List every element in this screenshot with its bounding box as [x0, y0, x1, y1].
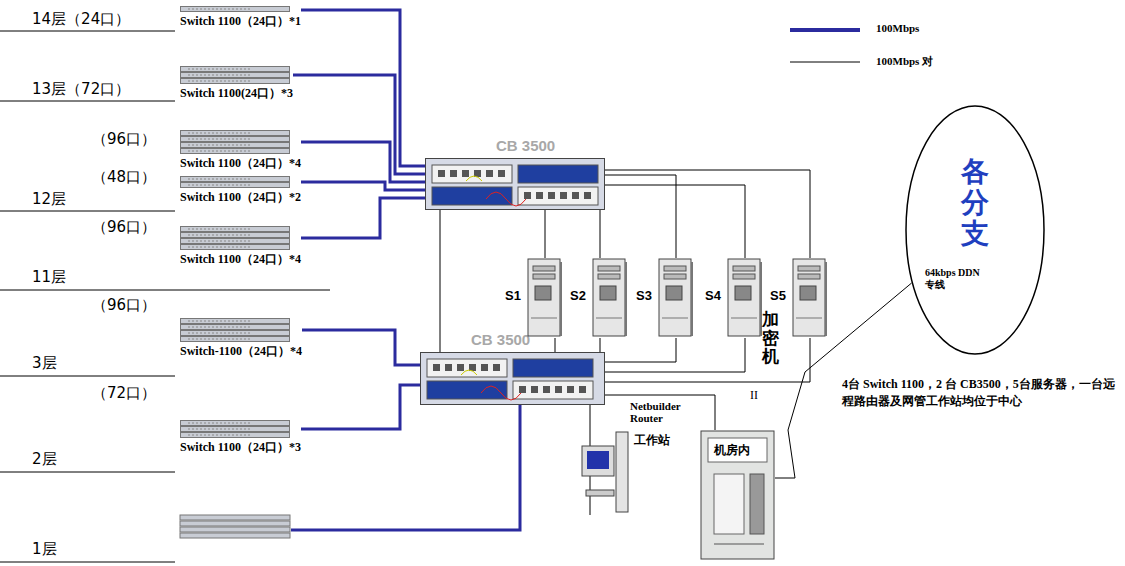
- connector: [605, 338, 745, 372]
- connector: [440, 210, 441, 352]
- branch-title: 各分支: [961, 157, 989, 249]
- text-label: 2层: [32, 450, 57, 469]
- text-label: 14层（24口）: [32, 10, 130, 29]
- text-label: 13层（72口）: [32, 80, 130, 99]
- uplink-line: [291, 405, 520, 530]
- connector: [600, 338, 601, 352]
- switch-icon: [180, 318, 290, 342]
- server-icon: [727, 258, 763, 338]
- connector: [301, 142, 425, 182]
- computer-icon: [580, 430, 630, 515]
- core-switch: CB 3500: [425, 158, 605, 210]
- text-label: II: [750, 388, 758, 403]
- connector: [605, 395, 715, 430]
- switch-stack: Switch-1100（24口）*4: [180, 318, 302, 360]
- device-label: CB 3500: [496, 137, 555, 154]
- server: S5: [792, 258, 828, 338]
- device-label: CB 3500: [471, 331, 530, 348]
- branch-cloud: 各分支 64kbps DDN 专线: [905, 105, 1045, 355]
- switch-stack: Switch 1100（24口）*2: [180, 176, 301, 206]
- text-label: 3层: [32, 354, 57, 373]
- switch-icon: [180, 176, 290, 188]
- router: 机房内: [700, 430, 775, 560]
- text-label: （48口）: [92, 168, 156, 187]
- core-switch: CB 3500: [420, 352, 605, 405]
- switch-label: Switch 1100（24口）*3: [180, 439, 301, 456]
- text-label: （96口）: [92, 296, 156, 315]
- switch-label: Switch 1100（24口）*2: [180, 189, 301, 206]
- connector: [600, 210, 601, 258]
- switch-stack: Switch 1100（24口）*4: [180, 130, 301, 172]
- workstation: 工作站: [580, 430, 630, 515]
- server-label: S3: [636, 288, 652, 303]
- switch-label: Switch 1100（24口）*4: [180, 251, 301, 268]
- switch-icon: [180, 6, 290, 12]
- connector: [301, 385, 420, 429]
- link-note: 64kbps DDN 专线: [925, 267, 989, 292]
- legend-line: [790, 62, 860, 63]
- text-label: （96口）: [92, 218, 156, 237]
- router-label: 机房内: [714, 442, 750, 459]
- server: S2: [592, 258, 628, 338]
- connector: [293, 75, 425, 174]
- text-label: 12层: [32, 190, 66, 209]
- connector: [605, 175, 676, 258]
- switch-icon: [180, 130, 290, 154]
- legend-text: 100Mbps 对: [876, 54, 933, 69]
- connector: [301, 198, 425, 238]
- server-icon: [658, 258, 694, 338]
- chassis-icon: [426, 159, 604, 209]
- switch-label: Switch-1100（24口）*4: [180, 343, 302, 360]
- text-label: （72口）: [92, 384, 156, 403]
- switch-icon: [180, 66, 290, 84]
- switch-stack: Switch 1100（24口）*3: [180, 420, 301, 456]
- switch-stack: [180, 515, 290, 538]
- switch-icon: [180, 226, 290, 250]
- server-icon: [592, 258, 628, 338]
- server: S1: [527, 258, 563, 338]
- server-label: S2: [570, 288, 586, 303]
- chassis-icon: [421, 353, 604, 404]
- connector: [605, 338, 810, 382]
- switch-stack: Switch 1100（24口）*4: [180, 226, 301, 268]
- server-label: S5: [770, 288, 786, 303]
- switch-stack: Switch 1100(24口）*3: [180, 66, 293, 102]
- text-label: 4台 Switch 1100，2 台 CB3500，5台服务器，一台远程路由器及…: [842, 376, 1120, 410]
- connector: [545, 210, 546, 258]
- workstation-label: 工作站: [634, 432, 670, 449]
- legend-line: [790, 28, 860, 32]
- floor-lines: [0, 31, 330, 562]
- switch-icon: [180, 420, 290, 438]
- text-label: 11层: [32, 268, 66, 287]
- server: S3: [658, 258, 694, 338]
- vertical-label: 加密机: [762, 310, 779, 366]
- server-label: S4: [705, 288, 721, 303]
- connector: [605, 185, 745, 258]
- switch-stack: Switch 1100（24口）*1: [180, 6, 301, 30]
- server: S4: [727, 258, 763, 338]
- connector: [302, 330, 420, 365]
- switch-label: Switch 1100（24口）*1: [180, 13, 301, 30]
- server-icon: [792, 258, 828, 338]
- connector: [605, 170, 810, 258]
- server-label: S1: [505, 288, 521, 303]
- switch-label: Switch 1100(24口）*3: [180, 85, 293, 102]
- switch-label: Switch 1100（24口）*4: [180, 155, 301, 172]
- connector: [605, 338, 676, 362]
- text-label: 1层: [32, 540, 57, 559]
- connector: [301, 182, 425, 190]
- server-icon: [527, 258, 563, 338]
- text-label: Netbuilder Router: [630, 400, 700, 424]
- legend-text: 100Mbps: [876, 22, 919, 34]
- connector: [555, 338, 556, 352]
- text-label: （96口）: [92, 130, 156, 149]
